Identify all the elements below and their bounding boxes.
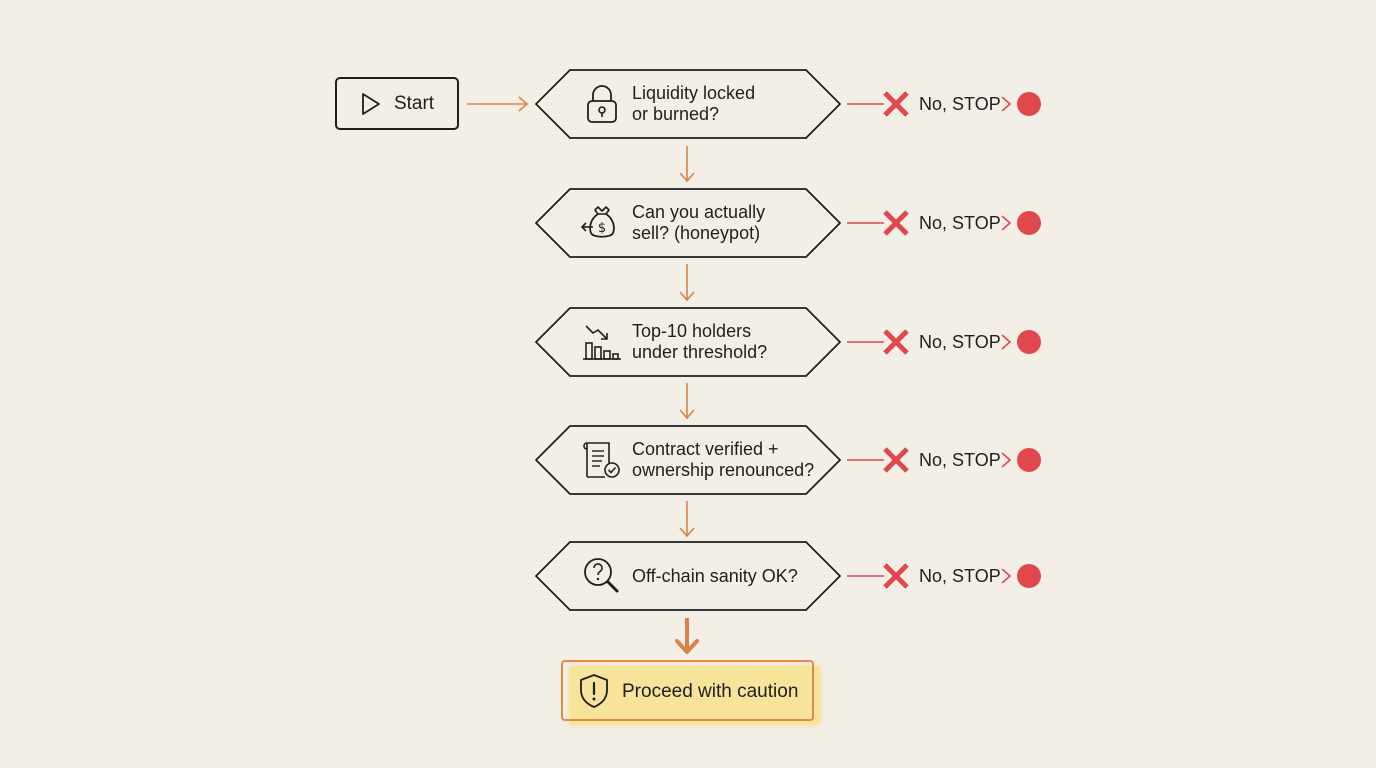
start-label: Start: [393, 93, 435, 114]
stop-label: No, STOP: [919, 450, 1001, 470]
down-connector-arrow-2: [679, 264, 695, 302]
down-connector-arrow-4: [679, 501, 695, 538]
decision-label: Off-chain sanity OK?: [632, 541, 832, 611]
hexagon-shape: [535, 541, 841, 611]
padlock-icon: [587, 85, 617, 123]
stop-chevron-icon: [1001, 215, 1012, 231]
stop-branch-1: [847, 92, 1041, 116]
stop-x-icon: [885, 93, 907, 115]
decision-label: Can you actually sell? (honeypot): [632, 188, 832, 258]
decision-label-line: sell? (honeypot): [632, 223, 761, 243]
decision-contract-verified[interactable]: Contract verified + ownership renounced?: [535, 425, 841, 495]
stop-label: No, STOP: [919, 213, 1001, 233]
decision-label: Liquidity locked or burned?: [632, 69, 832, 139]
stop-label: No, STOP: [919, 332, 1001, 352]
verified-document-icon: [583, 442, 620, 478]
money-bag-icon: $: [581, 206, 615, 238]
proceed-node[interactable]: [561, 660, 814, 721]
stop-dot-icon: [1017, 211, 1041, 235]
stop-chevron-icon: [1001, 452, 1012, 468]
decision-liquidity-locked[interactable]: Liquidity locked or burned?: [535, 69, 841, 139]
stop-x-icon: [885, 449, 907, 471]
stop-label: No, STOP: [919, 566, 1001, 586]
stop-dot-icon: [1017, 564, 1041, 588]
decision-label-line: Can you actually: [632, 202, 766, 222]
stop-branch-3: [847, 330, 1041, 354]
start-node[interactable]: Start: [335, 77, 459, 130]
stop-label: No, STOP: [919, 94, 1001, 114]
svg-text:$: $: [598, 221, 606, 236]
decision-label-line: under threshold?: [632, 342, 768, 362]
decision-label-line: Off-chain sanity OK?: [632, 565, 798, 586]
stop-chevron-icon: [1001, 96, 1012, 112]
decision-label-line: Top-10 holders: [632, 321, 752, 341]
down-connector-arrow-1: [679, 146, 695, 183]
stop-branch-2: [847, 211, 1041, 235]
decision-label-line: Liquidity locked: [632, 83, 756, 103]
hexagon-shape: [535, 188, 841, 258]
down-connector-arrow-3: [679, 383, 695, 420]
decision-label-line: Contract verified +: [632, 439, 779, 459]
decision-label-line: ownership renounced?: [632, 460, 815, 480]
decision-top-holders[interactable]: Top-10 holders under threshold?: [535, 307, 841, 377]
stop-dot-icon: [1017, 92, 1041, 116]
stop-chevron-icon: [1001, 568, 1012, 584]
decision-label: Contract verified + ownership renounced?: [632, 425, 832, 495]
play-icon: [362, 92, 380, 115]
proceed-content: Proceed with caution: [578, 666, 798, 716]
stop-chevron-icon: [1001, 334, 1012, 350]
down-connector-arrow-5: [675, 618, 699, 654]
decision-label: Top-10 holders under threshold?: [632, 307, 832, 377]
declining-bar-chart-icon: [583, 325, 621, 360]
stop-dot-icon: [1017, 330, 1041, 354]
start-connector-arrow: [467, 96, 529, 112]
stop-x-icon: [885, 565, 907, 587]
shield-exclamation-icon: [580, 674, 608, 708]
stop-branch-5: [847, 564, 1041, 588]
proceed-highlight: [569, 666, 820, 725]
hexagon-shape: [535, 69, 841, 139]
stop-x-icon: [885, 212, 907, 234]
proceed-label: Proceed with caution: [622, 680, 799, 702]
decision-label-line: or burned?: [632, 104, 720, 124]
stop-branch-4: [847, 448, 1041, 472]
stop-x-icon: [885, 331, 907, 353]
decision-honeypot[interactable]: $ Can you actually sell? (honeypot): [535, 188, 841, 258]
magnifier-question-icon: [584, 558, 619, 593]
decision-off-chain-sanity[interactable]: Off-chain sanity OK?: [535, 541, 841, 611]
stop-dot-icon: [1017, 448, 1041, 472]
